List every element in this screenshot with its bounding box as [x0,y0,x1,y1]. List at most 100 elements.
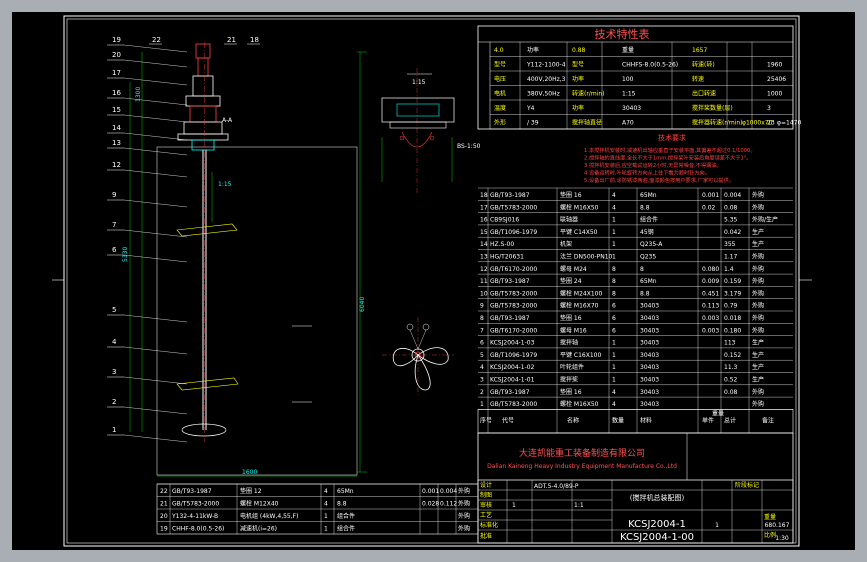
lower-part-no: 21 [160,501,168,508]
part-code: CB9SJ016 [490,217,519,224]
requirement-line: 3.搅拌机安装后,应空载试运转2小时,无异常噪音,不得漏油。 [584,161,722,169]
part-code: GB/T93-1987 [490,278,530,285]
part-no: 9 [480,303,484,310]
part-code: GB/T6170-2000 [490,266,537,273]
spec-cell: 重量 [622,46,634,54]
parts-header-mat: 材料 [640,416,652,424]
lower-part-name: 电机组 (4kW,4,55,F) [240,512,298,520]
lower-part-qty: 4 [324,501,328,508]
part-qty: 8 [612,278,616,285]
balloon-label: 5 [112,306,116,314]
part-note: 生产 [752,376,764,384]
part-qty: 4 [612,389,616,396]
spec-cell: 25406 [767,76,786,83]
label-drafting: 制图 [480,491,492,499]
part-name: 垫圈 24 [560,277,582,285]
part-w1: 0.02 [702,204,716,211]
part-name: 搅拌桨 [560,376,578,384]
part-note: 外购 [752,388,764,396]
parts-header-weight: 重量 [712,409,724,417]
part-note: 外购/生产 [752,216,778,224]
part-w2: 0.152 [724,352,741,359]
part-name: 搅拌轴 [560,339,578,347]
part-w2: 0.180 [724,327,741,334]
part-w2: 5.35 [724,217,738,224]
ratio-value: 1:30 [775,535,789,542]
part-qty: 1 [612,352,616,359]
spec-cell: 1:15 [622,91,636,98]
part-note: 外购 [752,302,764,310]
part-w1: 0.113 [702,303,719,310]
spec-cell: 功率 [572,104,584,112]
drawing-name: (搅拌机总装配图) [630,493,685,502]
lower-part-code: GB/T93-1987 [172,488,212,495]
part-mat: 30403 [640,377,659,384]
spec-cell: φ=1470 [777,120,801,127]
requirement-line: 5.设备出厂前,涂防锈漆两遍,面漆颜色按用户要求,厂家可以提供。 [584,176,734,184]
spec-cell: 温度 [494,104,506,112]
sheet-number: 1 [512,502,516,509]
part-no: 13 [480,254,488,261]
part-w2: 0.018 [724,315,741,322]
part-no: 1 [480,401,484,408]
detail-label: BS-1:50 [457,143,481,150]
parts-header-code: 代号 [502,416,514,424]
part-code: KCSJ2004-1-01 [490,377,535,384]
technical-requirements: 技术要求 1.本搅拌机安装时,减速机出轴应垂直于安装平面,其偏差不超过0.1/1… [584,133,756,184]
part-w2: 0.042 [724,229,741,236]
part-name: 垫圈 16 [560,388,582,396]
part-code: GB/T6170-2000 [490,327,537,334]
parts-header-w2: 总计 [724,416,736,424]
part-mat: 30403 [640,340,659,347]
part-mat: 30403 [640,315,659,322]
section-mark: A-A [222,117,233,124]
parts-header-note: 备注 [762,416,774,424]
part-code: GB/T5783-2000 [490,401,537,408]
part-w1: 0.003 [702,315,719,322]
balloon-label: 2 [112,398,116,406]
part-name: 叶轮组件 [560,363,584,371]
part-w2: 0.004 [724,192,741,199]
part-mat: 8.8 [640,204,650,211]
part-name: 螺栓 M24X100 [560,289,602,297]
part-mat: 30403 [640,364,659,371]
part-name: 平键 C14X50 [560,228,598,236]
part-qty: 1 [612,229,616,236]
part-qty: 6 [612,303,616,310]
part-no: 10 [480,290,488,297]
part-no: 15 [480,229,488,236]
part-mat: 30403 [640,389,659,396]
label-design: 设计 [480,481,492,489]
part-mat: 45钢 [640,228,654,236]
requirement-line: 2.搅拌轴的直线度,全长不大于1mm,搅拌桨叶安装后角度误差不大于1°。 [584,154,752,162]
section-detail-view: 1:15 BS-1:50 [381,68,481,194]
parts-header-w1: 单件 [702,416,714,424]
part-qty: 1 [612,377,616,384]
requirements-title: 技术要求 [658,133,686,142]
spec-cell: 400V,20Hz,3 [527,76,566,83]
part-w2: 3.179 [724,290,741,297]
lower-part-w2: 0.004 [440,488,457,495]
part-code: GB/T93-1987 [490,389,530,396]
part-code: GB/T5783-2000 [490,204,537,211]
drawing-number: KCSJ2004-1 [628,519,686,530]
part-qty: 1 [612,217,616,224]
lower-part-note: 外购 [458,525,470,533]
spec-table-title: 技术特性表 [595,27,650,41]
lower-part-note: 外购 [458,487,470,495]
weight-value: 680.167 [765,522,790,529]
dim-upper: 1300 [135,87,142,102]
lower-part-note: 外购 [458,512,470,520]
part-code: HG/T20631 [490,254,524,261]
lower-part-code: Y132-4-11kW-B [171,513,218,520]
requirement-line: 1.本搅拌机安装时,减速机出轴应垂直于安装平面,其偏差不超过0.1/1000。 [584,146,756,154]
spec-cell: 转速(r/min) [572,90,605,98]
lower-part-no: 19 [160,526,168,533]
part-note: 外购 [752,203,764,211]
part-no: 6 [480,340,484,347]
lower-part-code: CHHF-8.0(0.5-26) [172,526,224,533]
